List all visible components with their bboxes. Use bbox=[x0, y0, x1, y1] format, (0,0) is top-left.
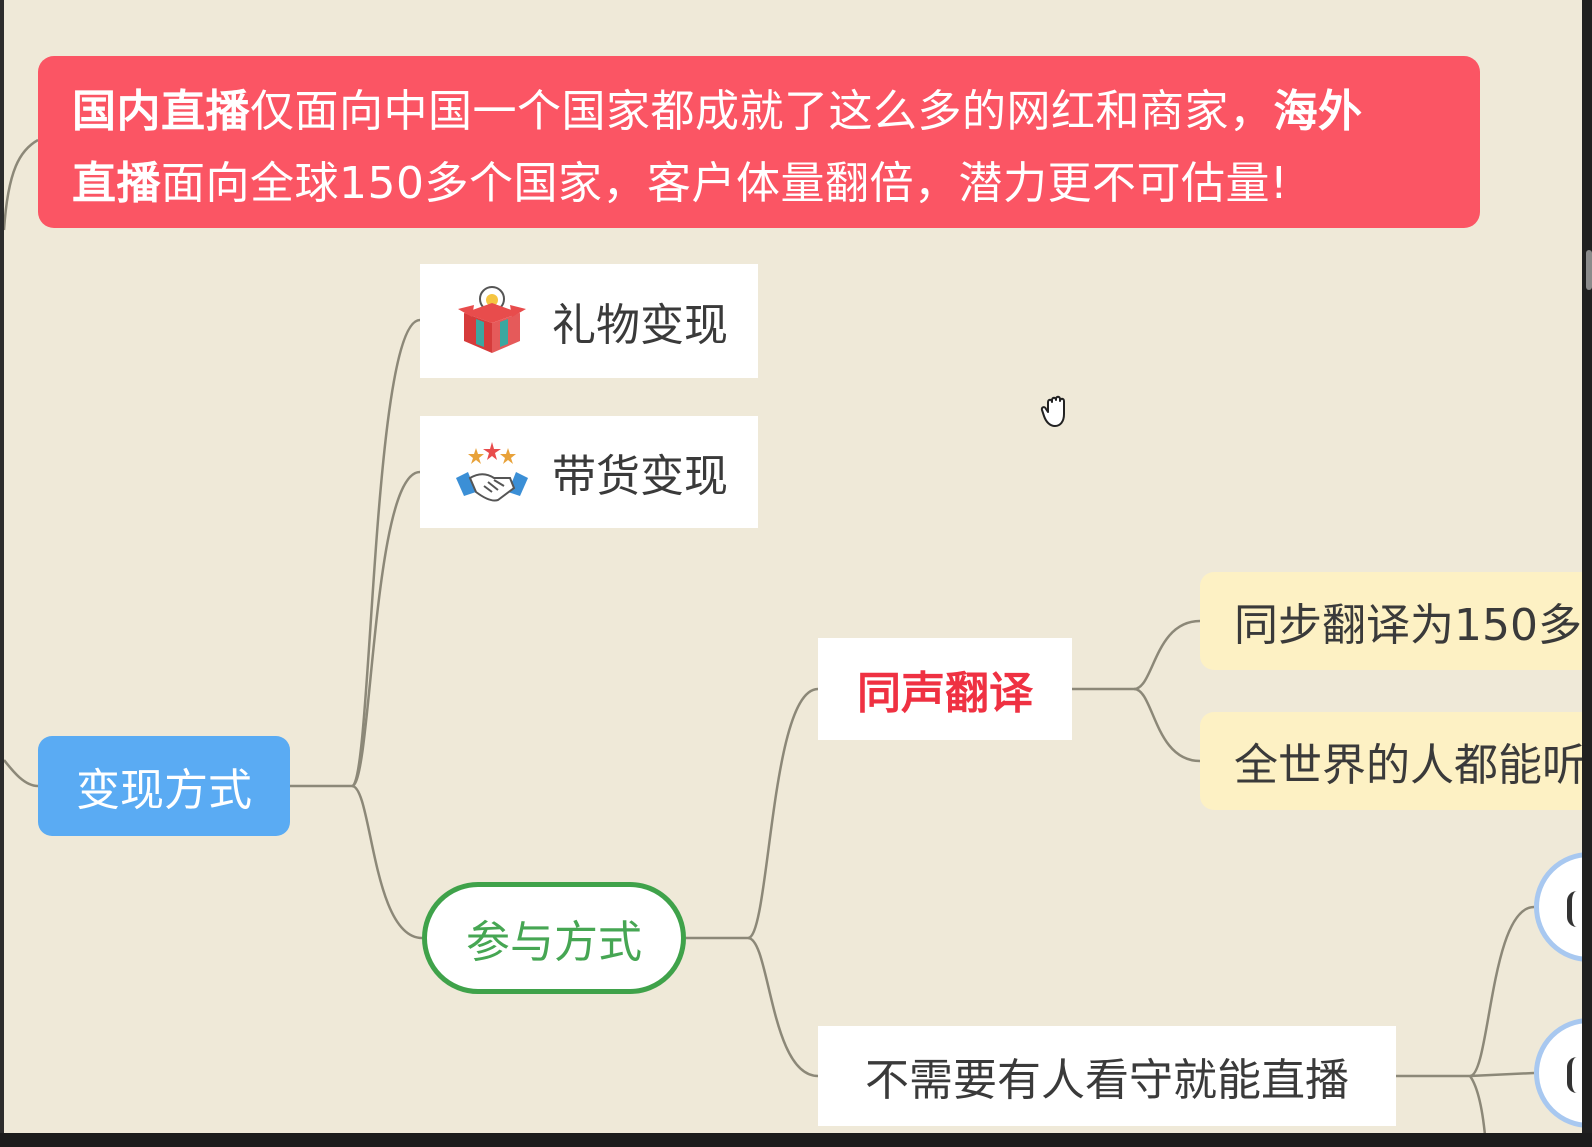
node-unattended-live[interactable]: 不需要有人看守就能直播 bbox=[818, 1026, 1396, 1126]
gift-label: 礼物变现 bbox=[552, 300, 728, 351]
banner-bold-overseas: 海外 bbox=[1273, 86, 1363, 137]
banner-text-2: 面向全球150多个国家，客户体量翻倍，潜力更不可估量! bbox=[161, 158, 1289, 209]
worldwide-label: 全世界的人都能听 bbox=[1234, 740, 1586, 791]
node-monetization-root[interactable]: 变现方式 bbox=[38, 736, 290, 836]
grab-hand-icon bbox=[1040, 392, 1076, 430]
window-edge-left bbox=[0, 0, 4, 1147]
goods-label: 带货变现 bbox=[552, 451, 728, 502]
banner-bold-domestic: 国内直播 bbox=[72, 86, 250, 137]
highlight-banner[interactable]: 国内直播仅面向中国一个国家都成就了这么多的网红和商家，海外直播面向全球150多个… bbox=[38, 56, 1480, 228]
partial-glyph-icon bbox=[1567, 891, 1586, 927]
banner-text-1: 仅面向中国一个国家都成就了这么多的网红和商家， bbox=[250, 86, 1274, 137]
partial-glyph-icon bbox=[1567, 1057, 1586, 1093]
handshake-icon bbox=[454, 434, 530, 510]
node-gift-monetization[interactable]: 礼物变现 bbox=[420, 264, 758, 378]
window-edge-bottom bbox=[0, 1133, 1592, 1147]
unattended-label: 不需要有人看守就能直播 bbox=[865, 1055, 1349, 1106]
node-goods-monetization[interactable]: 带货变现 bbox=[420, 416, 758, 528]
node-sync-translate[interactable]: 同步翻译为150多 bbox=[1200, 572, 1592, 670]
gift-box-icon bbox=[454, 283, 530, 359]
join-label: 参与方式 bbox=[466, 917, 642, 968]
sync-translate-label: 同步翻译为150多 bbox=[1234, 600, 1582, 651]
node-worldwide-understand[interactable]: 全世界的人都能听 bbox=[1200, 712, 1592, 810]
banner-bold-live: 直播 bbox=[72, 158, 161, 209]
root-label: 变现方式 bbox=[76, 765, 252, 816]
vertical-scrollbar[interactable] bbox=[1582, 0, 1592, 1147]
scrollbar-thumb[interactable] bbox=[1586, 250, 1592, 290]
node-participation-method[interactable]: 参与方式 bbox=[422, 882, 686, 994]
node-simultaneous-translation[interactable]: 同声翻译 bbox=[818, 638, 1072, 740]
translation-label: 同声翻译 bbox=[857, 668, 1033, 719]
